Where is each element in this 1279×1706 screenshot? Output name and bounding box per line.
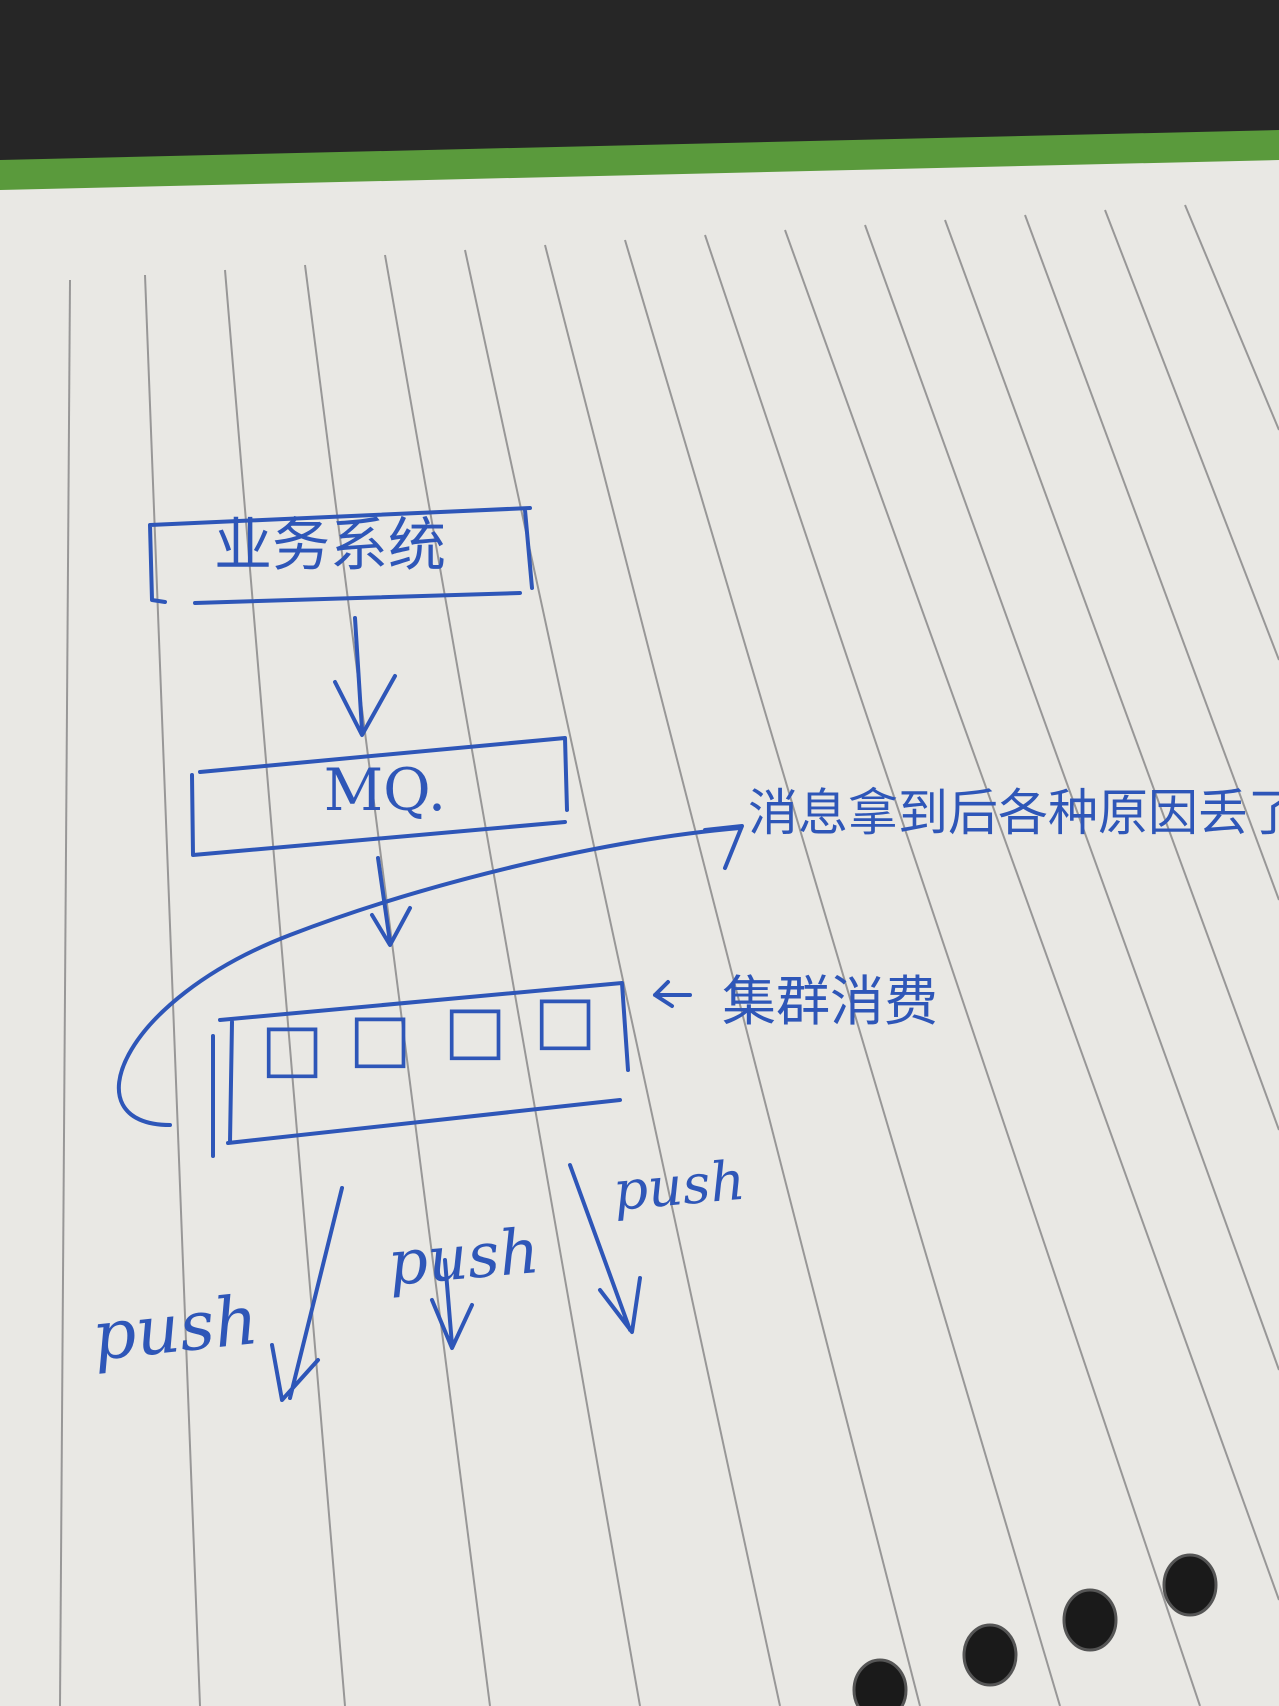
rule-line <box>384 254 641 1706</box>
push-arrow-left <box>270 1186 344 1402</box>
push-label-right: push <box>611 1149 748 1223</box>
cluster-slot: □ <box>261 1009 323 1086</box>
message-lost-annotation: 消息拿到后各种原因丢了. <box>748 784 1279 842</box>
rule-line <box>224 269 346 1706</box>
cluster-annotation-arrow <box>653 980 692 1008</box>
rule-line <box>144 274 201 1706</box>
arrow-to-cluster <box>370 856 412 947</box>
arrow-to-mq <box>333 616 397 737</box>
rule-line <box>544 244 921 1706</box>
mq-label: MQ. <box>324 756 447 824</box>
binding-ring <box>852 1658 908 1706</box>
spiral-binding <box>852 1553 1218 1706</box>
push-label-middle: push <box>385 1214 542 1300</box>
loss-arrow-curve <box>116 826 742 1127</box>
rule-line <box>704 234 1201 1706</box>
rule-line <box>624 239 1061 1706</box>
loss-arrow-head <box>703 824 744 870</box>
business-system-label: 业务系统 <box>214 511 446 579</box>
rule-line <box>1024 214 1279 901</box>
push-arrow-middle <box>430 1258 474 1350</box>
binding-ring <box>1162 1553 1218 1617</box>
cluster-consume-annotation: 集群消费 <box>722 970 938 1033</box>
cluster-box <box>211 981 630 1158</box>
rule-line <box>59 279 71 1706</box>
mq-box <box>190 736 569 857</box>
cluster-slot: □ <box>444 991 506 1068</box>
rule-line <box>1184 204 1279 431</box>
cluster-slots: □ □ □ □ <box>261 981 596 1086</box>
rule-line <box>784 229 1279 1601</box>
rule-line <box>304 264 491 1706</box>
ink-drawing <box>116 506 744 1402</box>
binding-ring <box>1062 1588 1118 1652</box>
rule-line <box>944 219 1279 1131</box>
binding-ring <box>962 1623 1018 1687</box>
cluster-slot: □ <box>349 999 411 1076</box>
push-label-left: push <box>89 1281 262 1377</box>
rule-line <box>864 224 1279 1371</box>
rule-line <box>1104 209 1279 661</box>
ruled-lines <box>59 204 1279 1706</box>
cluster-slot: □ <box>534 981 596 1058</box>
notebook-paper <box>0 160 1279 1706</box>
rule-line <box>464 249 781 1706</box>
push-arrow-right <box>568 1163 642 1334</box>
business-system-box <box>148 506 534 605</box>
